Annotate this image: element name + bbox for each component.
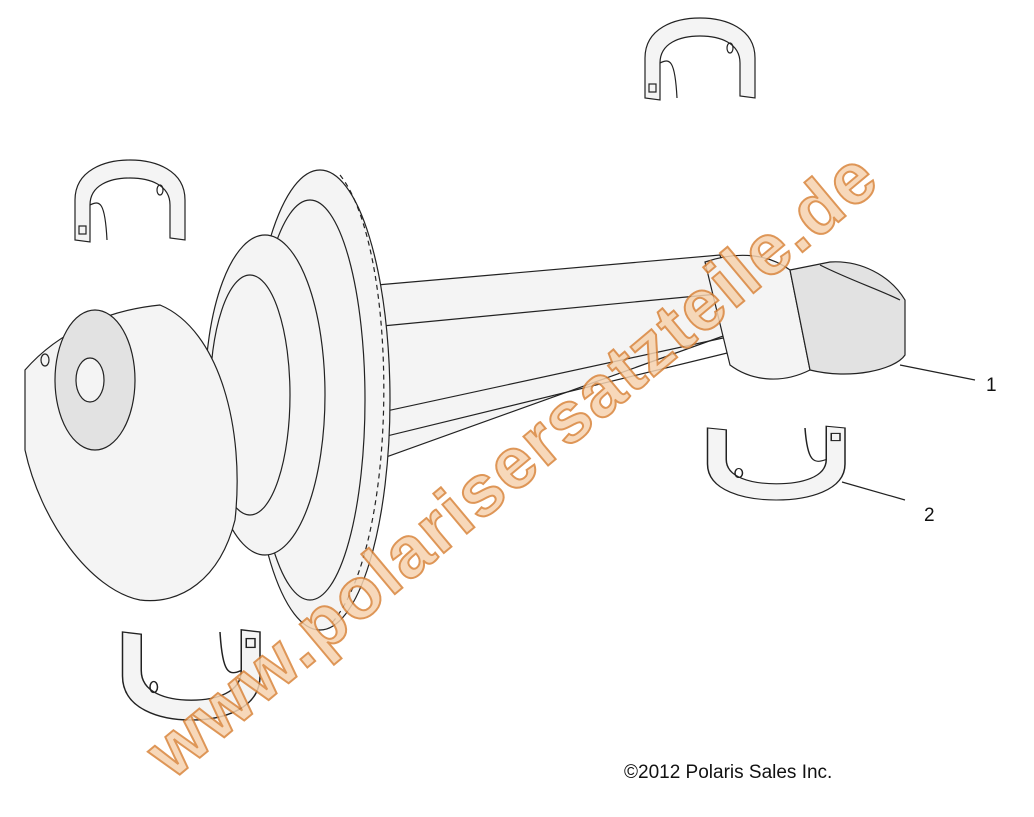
bearing-shell-top-right xyxy=(644,17,756,101)
gear xyxy=(204,169,391,631)
callout-label-2: 2 xyxy=(924,505,935,526)
camshaft-1 xyxy=(319,254,906,471)
callout-label-1: 1 xyxy=(986,375,997,396)
copyright-text: ©2012 Polaris Sales Inc. xyxy=(624,762,833,783)
bearing-shell-2 xyxy=(706,425,846,501)
callout-line-1 xyxy=(899,364,976,381)
disc xyxy=(24,304,238,602)
bearing-shell-top-left xyxy=(74,159,186,243)
callout-line-2 xyxy=(841,481,906,501)
